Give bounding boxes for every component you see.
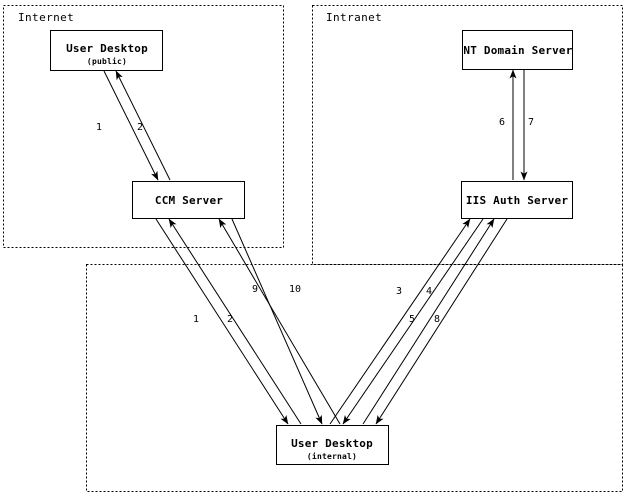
node-user-desktop-public[interactable]: User Desktop (public) (49, 29, 164, 72)
step-label-4: 4 (426, 286, 432, 297)
step-label-9: 9 (252, 284, 258, 295)
flow-line-5-internal-to-iis (362, 218, 495, 425)
zone-boundaries (3, 5, 623, 492)
flow-line-8-iis-to-internal (375, 218, 508, 425)
node-user-desktop-public-title: User Desktop (66, 42, 148, 55)
flow-line-4-iis-to-internal (342, 218, 484, 425)
node-iis-auth-server-title: IIS Auth Server (466, 194, 569, 207)
flow-line-2-ccm-to-public (115, 70, 171, 181)
step-label-1-public: 1 (96, 122, 102, 133)
flow-line-10-ccm-to-internal (231, 218, 323, 425)
node-user-desktop-internal-box[interactable] (275, 424, 390, 466)
flow-connectors (103, 69, 528, 425)
node-user-desktop-internal-subtitle: (internal) (307, 451, 357, 461)
flow-line-1-ccm-to-internal (155, 218, 289, 425)
step-label-10: 10 (289, 284, 301, 295)
step-number-labels: 1 2 6 7 9 10 3 4 1 2 5 8 (96, 117, 534, 325)
flow-line-3-internal-to-iis (329, 218, 471, 425)
step-label-1-internal: 1 (193, 314, 199, 325)
zone-label-internet: Internet (18, 11, 74, 24)
node-nt-domain-server-box[interactable] (461, 29, 574, 71)
node-nt-domain-server-title: NT Domain Server (463, 44, 572, 57)
step-label-5: 5 (409, 314, 415, 325)
node-iis-auth-server[interactable]: IIS Auth Server (460, 180, 574, 220)
zone-internal-border (86, 264, 623, 492)
node-user-desktop-internal-title: User Desktop (291, 437, 373, 450)
node-user-desktop-public-box[interactable] (49, 29, 164, 72)
flow-line-9-internal-to-ccm (218, 218, 341, 425)
node-ccm-server[interactable]: CCM Server (131, 180, 246, 220)
node-boxes: User Desktop (public) CCM Server NT Doma… (49, 29, 574, 466)
flow-line-1-public-to-ccm (103, 70, 159, 181)
step-label-8: 8 (434, 314, 440, 325)
step-label-2-internal: 2 (227, 314, 233, 325)
step-label-2-public: 2 (137, 122, 143, 133)
step-label-7: 7 (528, 117, 534, 128)
node-ccm-server-title: CCM Server (155, 194, 223, 207)
zone-label-intranet: Intranet (326, 11, 382, 24)
node-iis-auth-server-box[interactable] (460, 180, 574, 220)
flow-line-2-internal-to-ccm (168, 218, 302, 425)
node-ccm-server-box[interactable] (131, 180, 246, 220)
node-user-desktop-internal[interactable]: User Desktop (internal) (275, 424, 390, 466)
node-nt-domain-server[interactable]: NT Domain Server (461, 29, 574, 71)
step-label-6: 6 (499, 117, 505, 128)
node-user-desktop-public-subtitle: (public) (87, 56, 127, 66)
step-label-3: 3 (396, 286, 402, 297)
zone-internet-border (3, 5, 284, 248)
